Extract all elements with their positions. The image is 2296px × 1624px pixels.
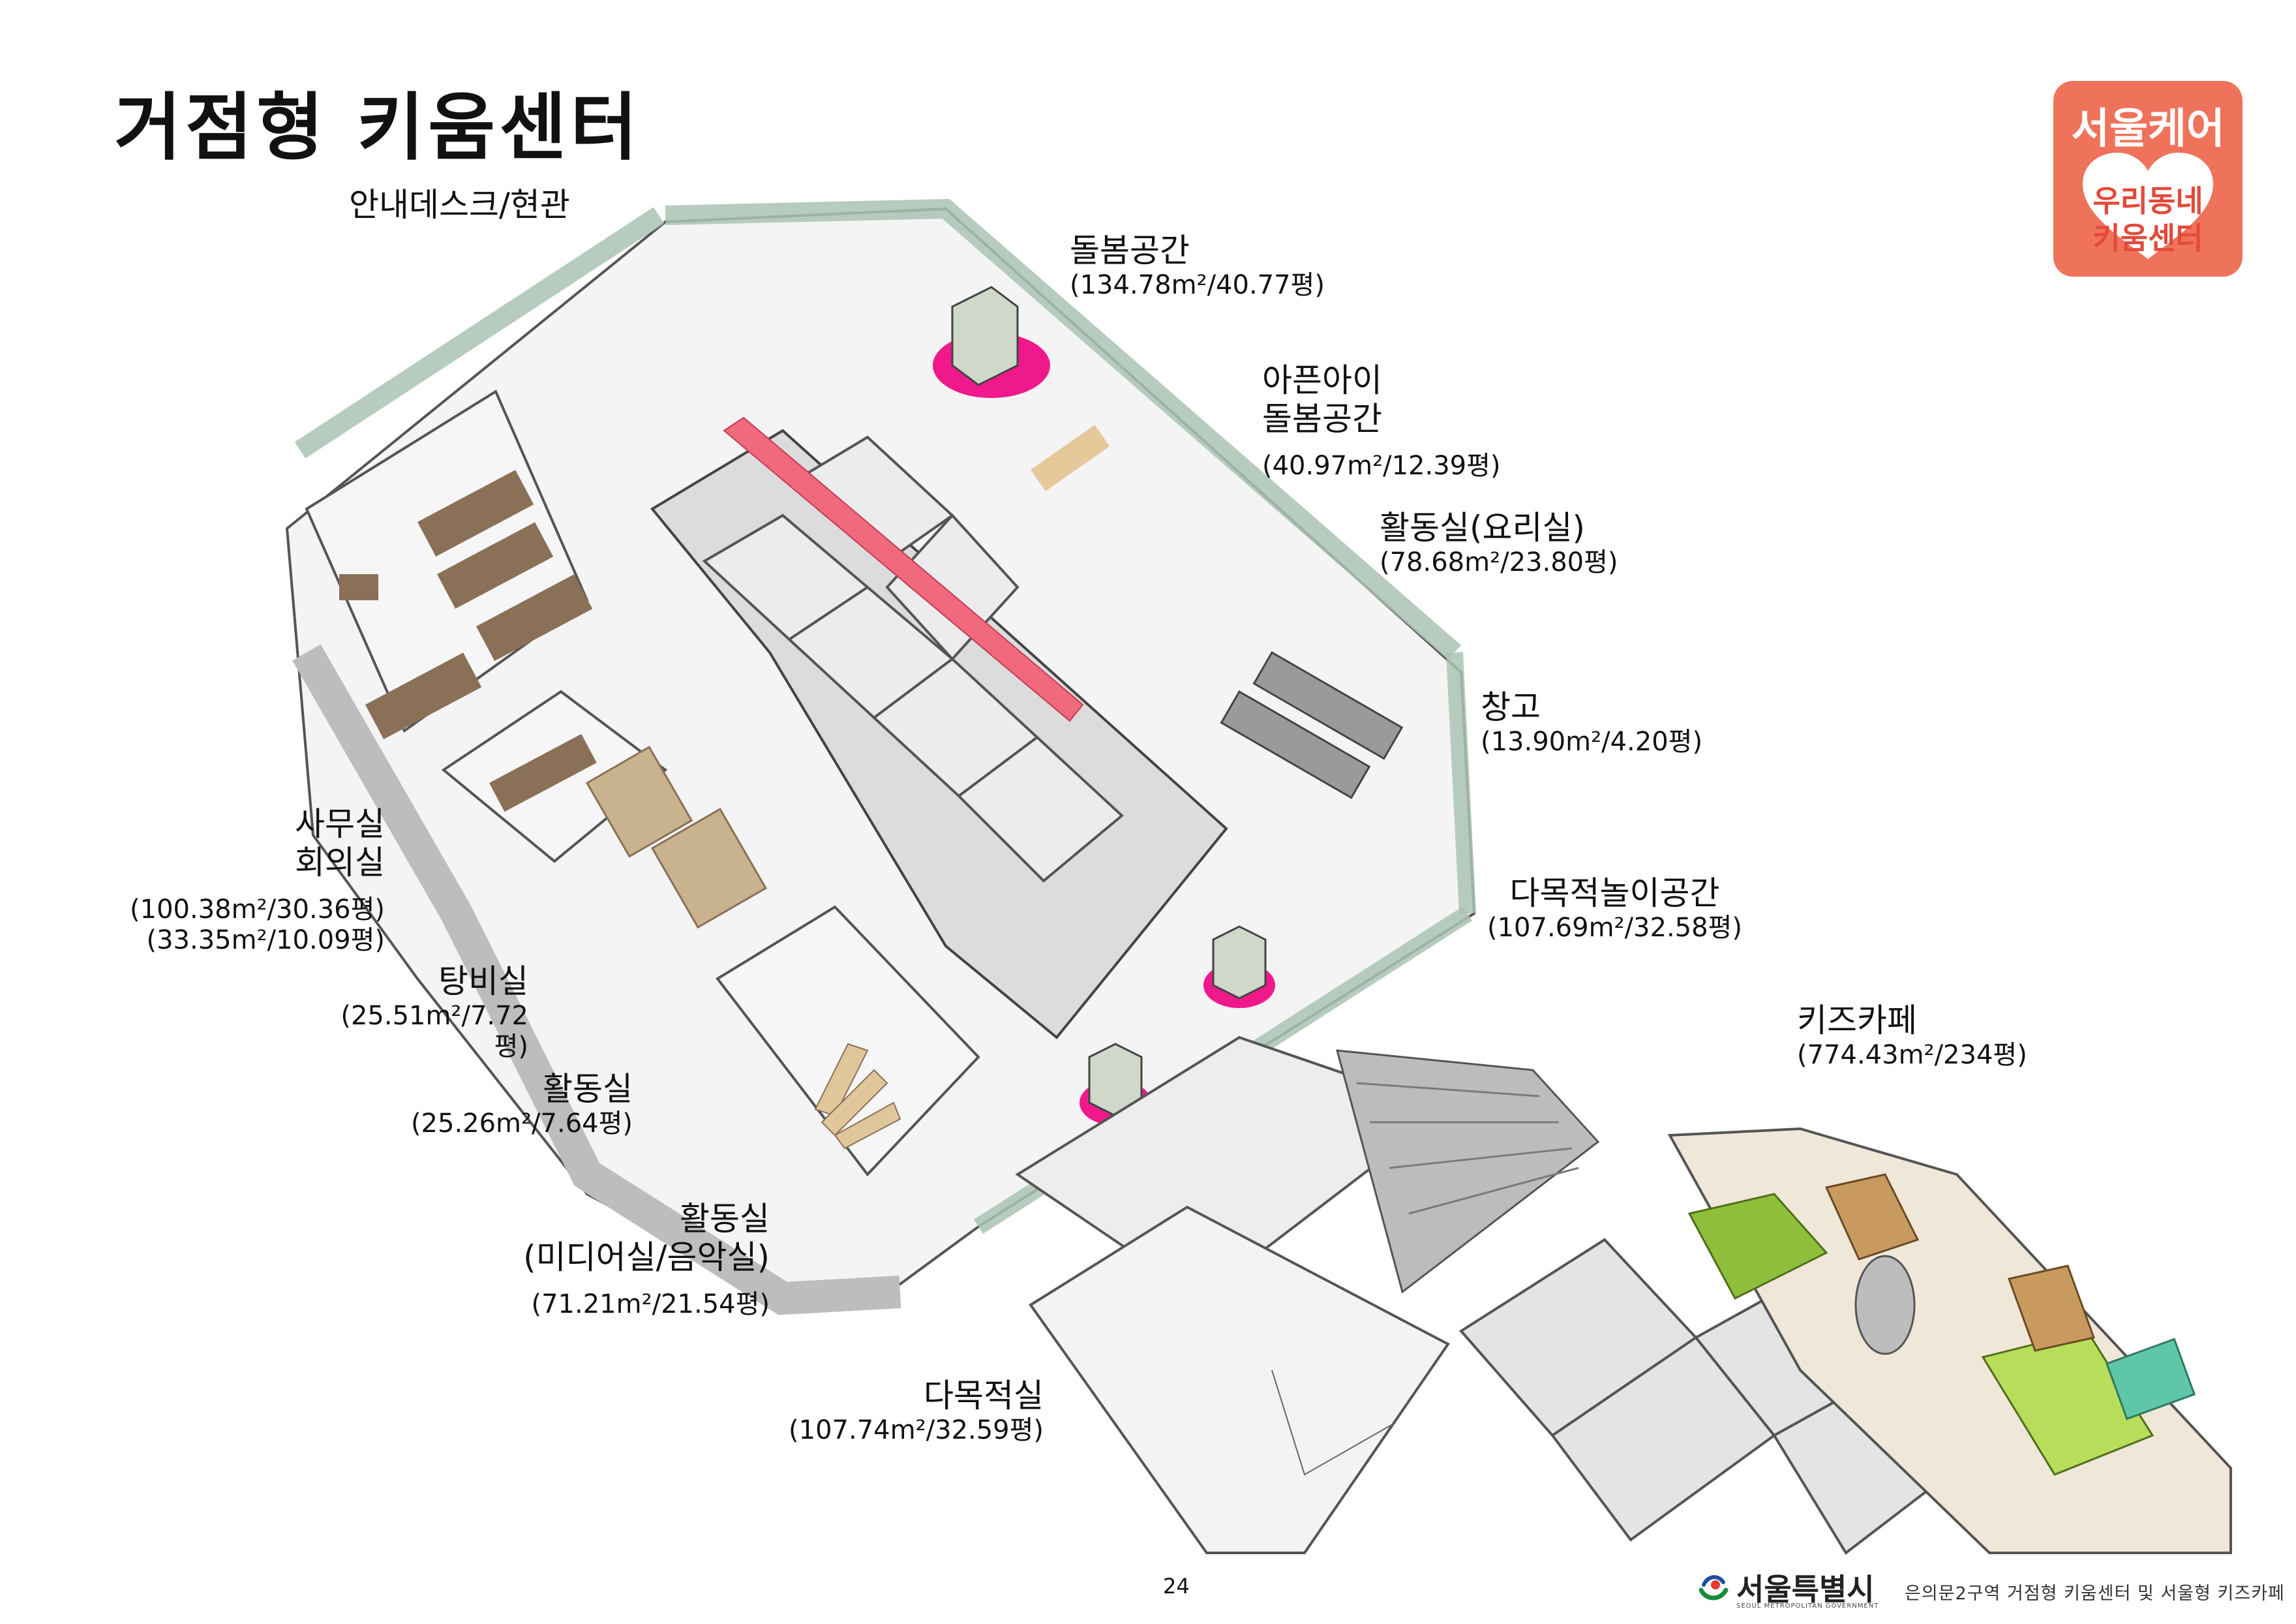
seoul-logo-subtext: SEOUL METROPOLITAN GOVERNMENT bbox=[1736, 1602, 1879, 1610]
office-desks bbox=[339, 470, 593, 739]
cooking-counter bbox=[1252, 651, 1404, 760]
room-name: 활동실 bbox=[543, 1070, 633, 1108]
badge-line-1: 우리동네 bbox=[2092, 183, 2203, 219]
room-name: 안내데스크/현관 bbox=[349, 186, 570, 224]
room-label-care: 돌봄공간 (134.78m²/40.77평) bbox=[1070, 232, 1325, 301]
room-area: (100.38m²/30.36평) (33.35m²/10.09평) bbox=[130, 894, 385, 955]
multipurpose-lines bbox=[1271, 1370, 1397, 1476]
room-name: 사무실 회의실 bbox=[295, 804, 385, 881]
fan-seats bbox=[814, 1043, 901, 1150]
page-number: 24 bbox=[1163, 1574, 1190, 1599]
room-name: 탕비실 bbox=[438, 962, 528, 1000]
room-area: (40.97m²/12.39평) bbox=[1262, 450, 1501, 481]
escalator bbox=[1335, 1049, 1600, 1294]
kids-green-area bbox=[1687, 1193, 1828, 1300]
wood-panel bbox=[1031, 425, 1110, 491]
room-label-cooking: 활동실(요리실) (78.68m²/23.80평) bbox=[1380, 509, 1618, 578]
room-name: 키즈카페 bbox=[1797, 1002, 1917, 1039]
kids-teal-mat bbox=[2106, 1338, 2196, 1420]
room-area: (13.90m²/4.20평) bbox=[1481, 727, 1703, 757]
room-label-sick-care: 아픈아이 돌봄공간 (40.97m²/12.39평) bbox=[1262, 349, 1501, 494]
room-name: 활동실 (미디어실/음악실) bbox=[523, 1199, 770, 1276]
base-wall bbox=[292, 644, 901, 1315]
play-box-1 bbox=[1212, 925, 1267, 1000]
badge-line-2: 키움센터 bbox=[2092, 221, 2203, 256]
seoul-emblem-icon bbox=[1699, 1575, 1729, 1601]
room-label-office: 사무실 회의실 (100.38m²/30.36평) (33.35m²/10.09… bbox=[111, 793, 385, 968]
seoul-logo: 서울특별시 SEOUL METROPOLITAN GOVERNMENT bbox=[1696, 1566, 1878, 1610]
kids-slide bbox=[1854, 1255, 1916, 1355]
room-name: 다목적놀이공간 bbox=[1509, 874, 1720, 912]
seoul-logo-text: 서울특별시 bbox=[1736, 1572, 1875, 1607]
room-label-entrance: 안내데스크/현관 bbox=[349, 186, 570, 224]
room-area: (107.69m²/32.58평) bbox=[1487, 913, 1742, 943]
wood-cabinet bbox=[650, 807, 767, 929]
room-name: 창고 bbox=[1481, 688, 1541, 726]
badge-title: 서울케어 bbox=[2071, 105, 2225, 153]
glass-wall-left bbox=[294, 207, 665, 459]
room-label-play: 다목적놀이공간 (107.69m²/32.58평) bbox=[1487, 874, 1742, 943]
room-label-pantry: 탕비실 (25.51m²/7.72평) bbox=[307, 962, 528, 1062]
care-box bbox=[951, 286, 1019, 386]
room-label-multi: 다목적실 (107.74m²/32.59평) bbox=[783, 1377, 1044, 1446]
glass-wall-top bbox=[665, 198, 1461, 660]
kids-wood-house bbox=[2008, 1264, 2095, 1352]
footer-caption: 은의문2구역 거점형 키움센터 및 서울형 키즈카페 bbox=[1905, 1584, 2285, 1604]
room-area: (25.51m²/7.72평) bbox=[340, 1001, 528, 1062]
room-label-kids-cafe: 키즈카페 (774.43m²/234평) bbox=[1797, 1002, 2027, 1071]
glass-wall-right bbox=[1446, 652, 1476, 914]
seoul-care-badge: 서울케어 우리동네 키움센터 bbox=[2053, 81, 2243, 277]
room-label-storage: 창고 (13.90m²/4.20평) bbox=[1481, 688, 1702, 758]
room-name: 돌봄공간 bbox=[1070, 232, 1190, 269]
meeting-table bbox=[489, 733, 597, 812]
room-area: (78.68m²/23.80평) bbox=[1380, 547, 1618, 577]
room-name: 아픈아이 돌봄공간 bbox=[1262, 361, 1382, 438]
room-area: (107.74m²/32.59평) bbox=[789, 1415, 1044, 1445]
kids-wood-house bbox=[1824, 1173, 1920, 1261]
room-area: (25.26m²/7.64평) bbox=[410, 1109, 633, 1139]
escalator-steps bbox=[1356, 1082, 1579, 1215]
room-area: (134.78m²/40.77평) bbox=[1070, 270, 1325, 300]
page-title: 거점형 키움센터 bbox=[114, 85, 642, 170]
room-name: 다목적실 bbox=[924, 1377, 1044, 1415]
wood-cabinet bbox=[585, 745, 693, 858]
room-label-media: 활동실 (미디어실/음악실) (71.21m²/21.54평) bbox=[483, 1187, 770, 1332]
room-area: (71.21m²/21.54평) bbox=[531, 1289, 770, 1319]
pink-corridor-strip bbox=[723, 416, 1084, 722]
room-label-activity: 활동실 (25.26m²/7.64평) bbox=[404, 1070, 633, 1139]
cooking-counter bbox=[1220, 690, 1371, 799]
room-area: (774.43m²/234평) bbox=[1797, 1040, 2027, 1070]
multipurpose-room bbox=[1029, 1205, 1450, 1554]
heart-icon bbox=[2083, 153, 2213, 259]
room-name: 활동실(요리실) bbox=[1380, 509, 1586, 547]
